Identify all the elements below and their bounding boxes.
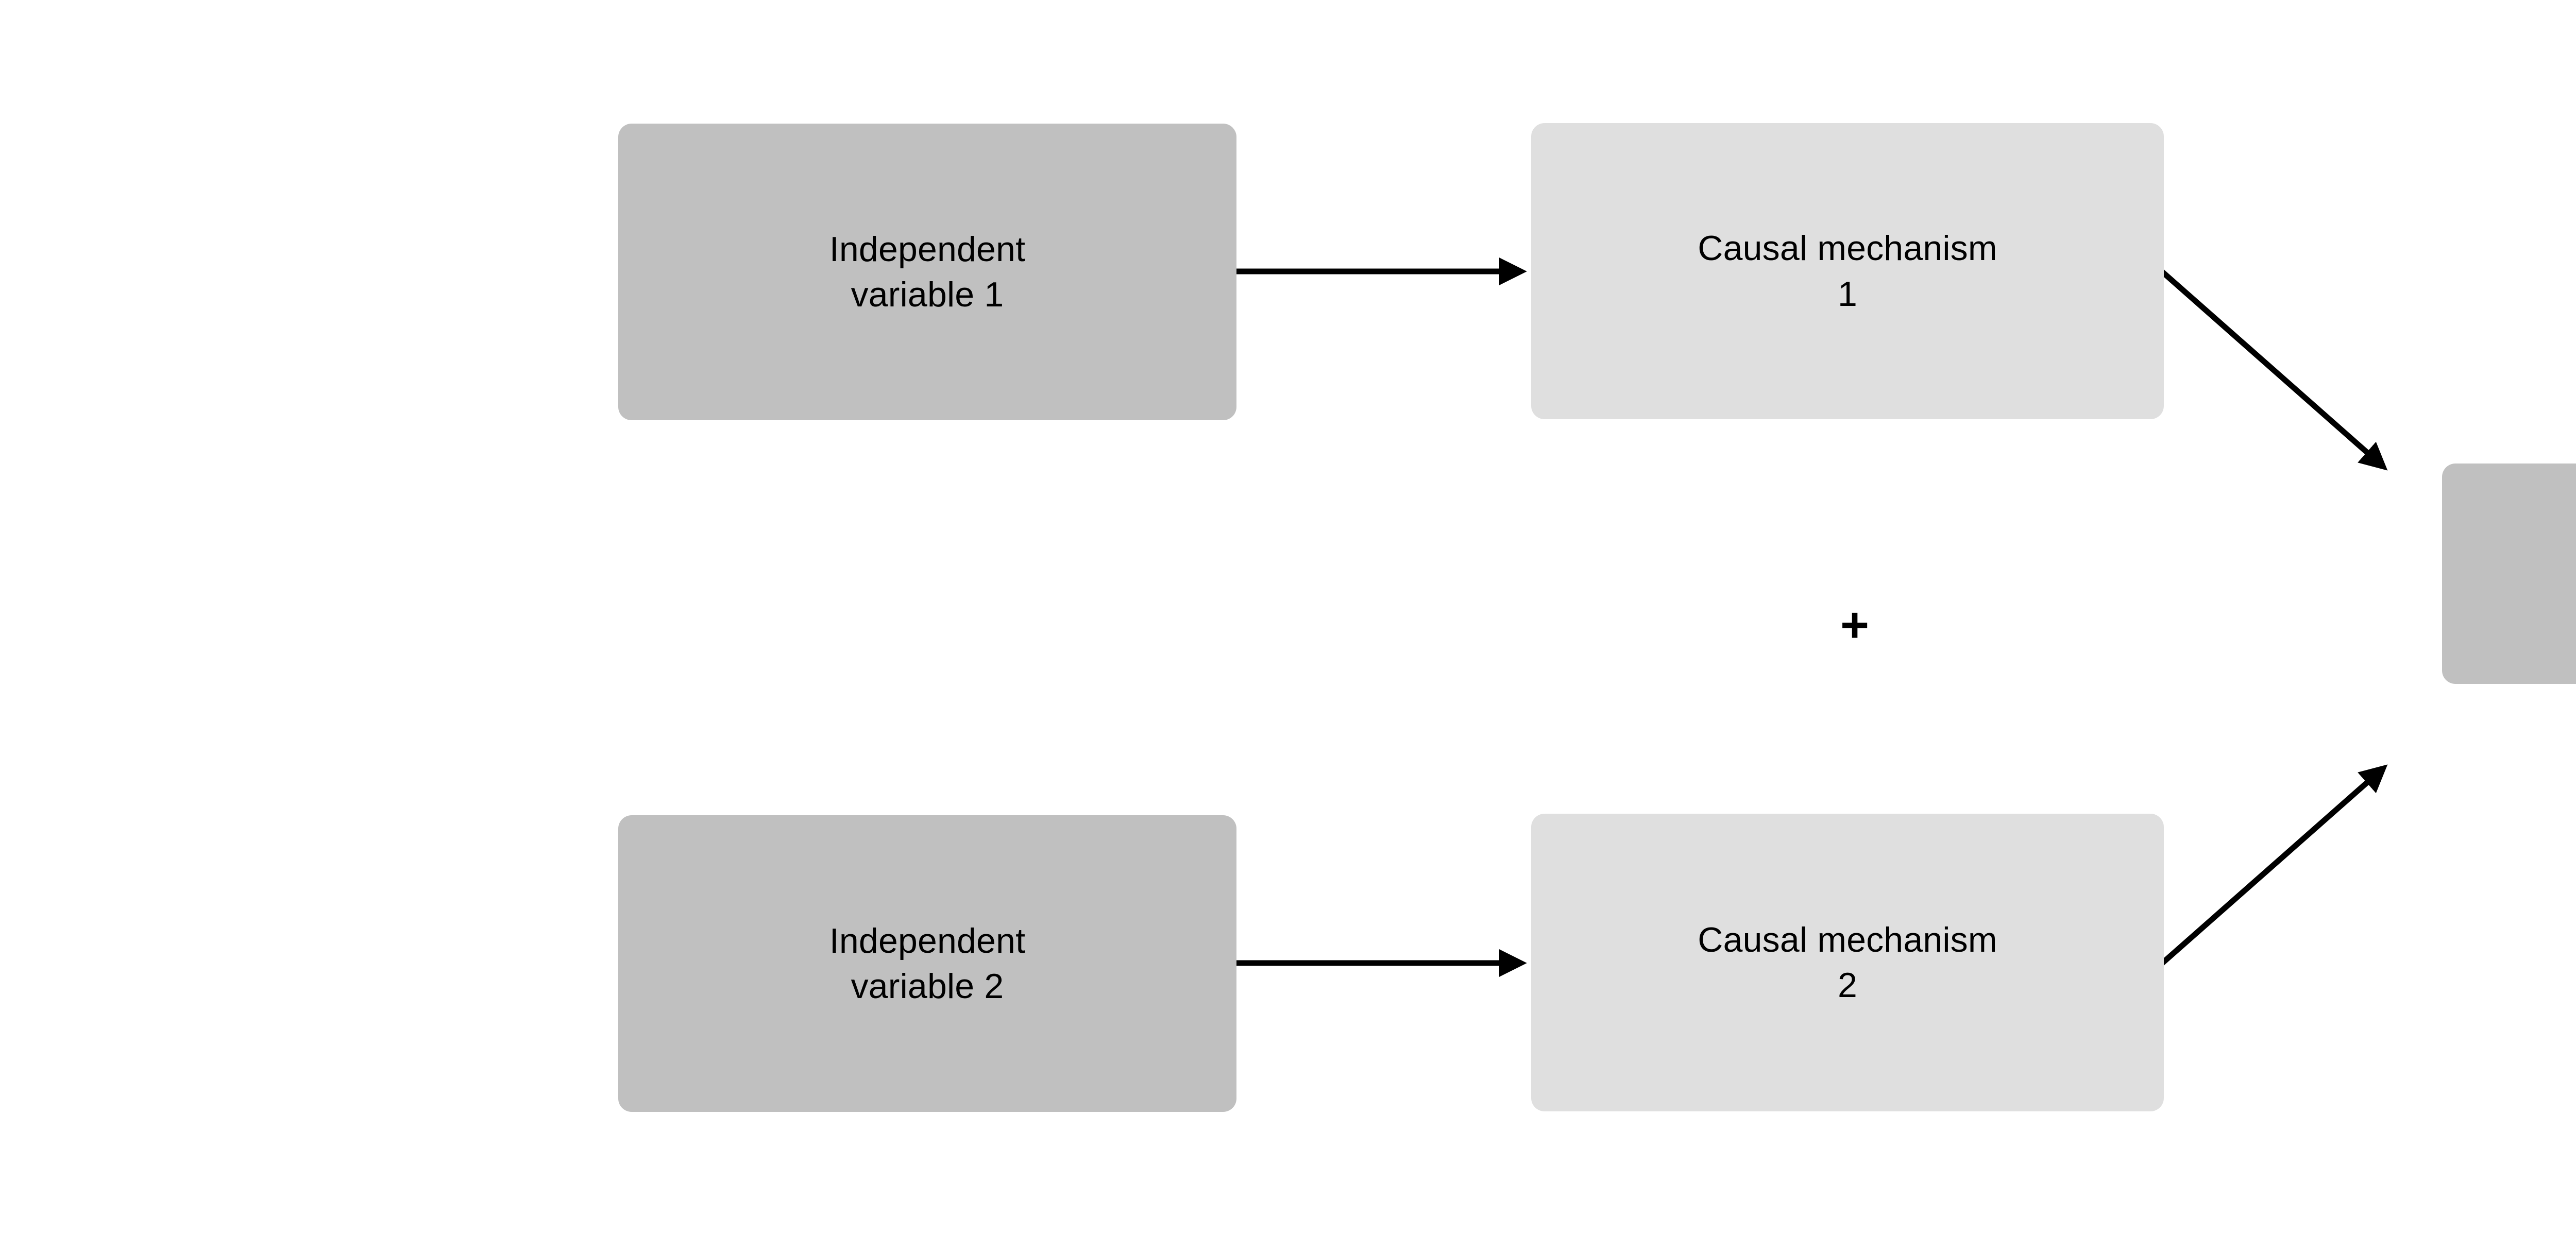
node-label: Independent variable 2	[829, 921, 1026, 1006]
node-label: Independent variable 1	[829, 229, 1026, 314]
node-causal-mechanism-1[interactable]: Causal mechanism 1	[1531, 123, 2164, 419]
edge-cm1-to-dv	[2159, 268, 2388, 471]
node-label: Causal mechanism 2	[1698, 920, 1997, 1005]
plus-operator-symbol: +	[1840, 597, 1870, 653]
node-label: Causal mechanism 1	[1698, 229, 1997, 314]
node-independent-variable-1[interactable]: Independent variable 1	[618, 124, 1236, 420]
node-independent-variable-2[interactable]: Independent variable 2	[618, 815, 1236, 1112]
edge-cm2-to-dv	[2159, 764, 2388, 967]
node-causal-mechanism-2[interactable]: Causal mechanism 2	[1531, 814, 2164, 1111]
node-dependent-variable[interactable]: Dependent variable	[2442, 464, 2576, 684]
